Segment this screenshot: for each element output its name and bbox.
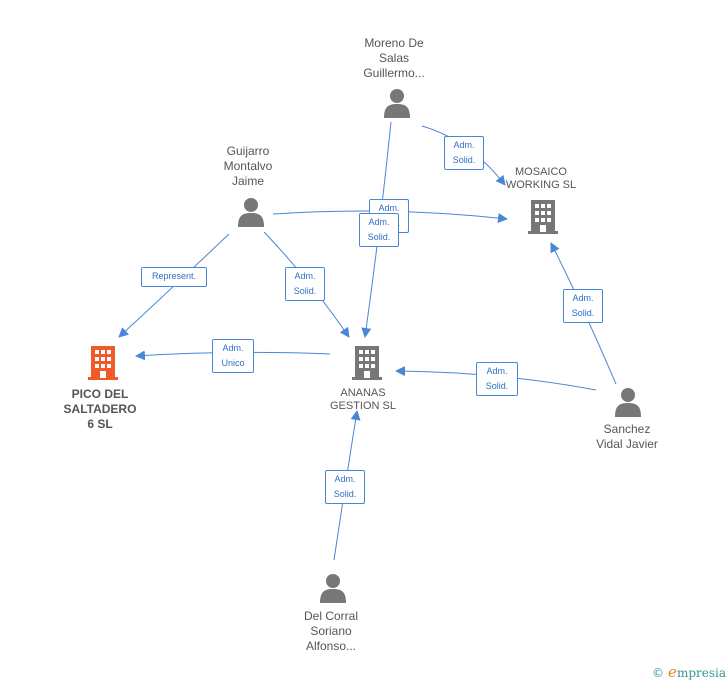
edge-label-line: Adm. bbox=[486, 366, 508, 376]
label-line: Vidal Javier bbox=[596, 437, 658, 451]
label-line: Guillermo... bbox=[363, 66, 425, 80]
person-icon-sanchez[interactable] bbox=[614, 387, 642, 417]
edge-label-sanchez-ananas[interactable]: Adm. Solid. bbox=[476, 362, 518, 396]
label-line: Soriano bbox=[310, 624, 352, 638]
edge-label-sanchez-mosaico[interactable]: Adm. Solid. bbox=[563, 289, 603, 323]
edge-label-line: Solid. bbox=[485, 381, 509, 391]
edge-label-line: Adm. bbox=[368, 217, 390, 227]
edge-line-guijarro-pico bbox=[118, 233, 230, 338]
edge-label-delcorral-ananas[interactable]: Adm. Solid. bbox=[325, 470, 365, 504]
person-label-delcorral[interactable]: Del Corral Soriano Alfonso... bbox=[281, 609, 381, 654]
company-label-mosaico[interactable]: MOSAICO WORKING SL bbox=[491, 166, 591, 192]
brand-logo-letter: e bbox=[668, 663, 677, 681]
person-icon-guijarro[interactable] bbox=[237, 197, 265, 227]
copyright-symbol: © bbox=[652, 666, 665, 680]
label-line: Alfonso... bbox=[305, 639, 357, 653]
person-label-sanchez[interactable]: Sanchez Vidal Javier bbox=[577, 422, 677, 452]
edge-label-line: Represent. bbox=[151, 271, 197, 281]
label-line: Moreno De bbox=[364, 36, 424, 50]
label-line: Montalvo bbox=[223, 159, 273, 173]
edge-label-line: Solid. bbox=[452, 155, 476, 165]
label-line: 6 SL bbox=[87, 417, 113, 431]
edge-label-line: Adm. bbox=[453, 140, 475, 150]
building-icon-mosaico[interactable] bbox=[528, 200, 558, 234]
edge-label-line: Adm. bbox=[334, 474, 356, 484]
label-line: SALTADERO bbox=[63, 402, 137, 416]
edge-label-guijarro-pico[interactable]: Represent. bbox=[141, 267, 207, 287]
edge-label-line: Adm. bbox=[572, 293, 594, 303]
label-line: ANANAS bbox=[340, 387, 386, 399]
label-line: WORKING SL bbox=[505, 179, 577, 191]
edge-label-line: Unico bbox=[221, 358, 245, 368]
edge-label-line: Solid. bbox=[333, 489, 357, 499]
edge-label-moreno-mosaico[interactable]: Adm. Solid. bbox=[444, 136, 484, 170]
edge-label-line: Adm. bbox=[378, 203, 400, 213]
label-line: Sanchez bbox=[603, 422, 651, 436]
company-label-pico[interactable]: PICO DEL SALTADERO 6 SL bbox=[50, 387, 150, 432]
label-line: Jaime bbox=[231, 174, 264, 188]
building-icon-pico[interactable] bbox=[88, 346, 118, 380]
label-line: Salas bbox=[378, 51, 410, 65]
person-icon-delcorral[interactable] bbox=[319, 573, 347, 603]
brand-footer[interactable]: ©empresia bbox=[652, 663, 726, 681]
edge-label-guijarro-ananas[interactable]: Adm. Solid. bbox=[285, 267, 325, 301]
edge-label-moreno-ananas[interactable]: Adm. Solid. bbox=[359, 213, 399, 247]
edge-label-ananas-pico[interactable]: Adm. Unico bbox=[212, 339, 254, 373]
building-icon-ananas[interactable] bbox=[352, 346, 382, 380]
edge-label-line: Solid. bbox=[293, 286, 317, 296]
label-line: Guijarro bbox=[226, 144, 270, 158]
edge-label-line: Solid. bbox=[367, 232, 391, 242]
label-line: GESTION SL bbox=[329, 400, 397, 412]
edge-label-line: Solid. bbox=[571, 308, 595, 318]
label-line: MOSAICO bbox=[515, 166, 567, 178]
label-line: Del Corral bbox=[303, 609, 358, 623]
company-label-ananas[interactable]: ANANAS GESTION SL bbox=[313, 387, 413, 413]
label-line: PICO DEL bbox=[71, 387, 129, 401]
person-label-guijarro[interactable]: Guijarro Montalvo Jaime bbox=[198, 144, 298, 189]
brand-name: mpresia bbox=[676, 666, 726, 680]
person-label-moreno[interactable]: Moreno De Salas Guillermo... bbox=[344, 36, 444, 81]
edge-label-line: Adm. bbox=[294, 271, 316, 281]
edge-label-line: Adm. bbox=[222, 343, 244, 353]
person-icon-moreno[interactable] bbox=[383, 88, 411, 118]
